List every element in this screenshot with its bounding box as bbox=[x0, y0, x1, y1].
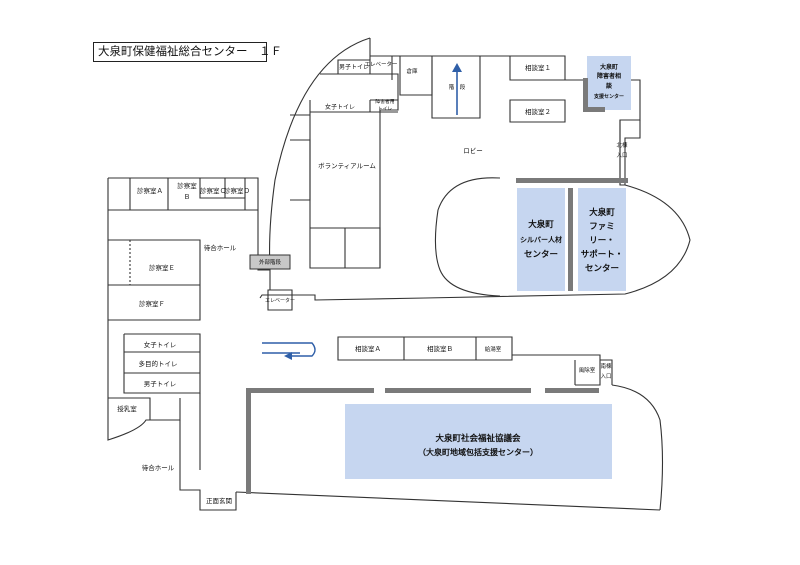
consult-b-label: 相談室Ｂ bbox=[427, 344, 453, 353]
disability-center-line4: 支援センター bbox=[593, 93, 624, 100]
disability-center-line2: 障害者相 bbox=[597, 72, 621, 80]
outer-stairs-label: 外部階段 bbox=[259, 258, 282, 266]
womens-toilet-label: 女子トイレ bbox=[144, 340, 177, 349]
exam-b-line2: Ｂ bbox=[184, 193, 191, 201]
exam-f-label: 診察室Ｆ bbox=[139, 299, 165, 308]
family-support-line3: リー・ bbox=[589, 236, 615, 246]
rear-entrance-line2: 入口 bbox=[600, 373, 611, 380]
stairs-label: 階 段 bbox=[449, 83, 466, 91]
gray-bars bbox=[246, 78, 628, 494]
social-welfare-line1: 大泉町社会福祉協議会 bbox=[435, 433, 521, 444]
consult1-label: 相談室１ bbox=[525, 63, 551, 72]
front-entrance-label: 正面玄関 bbox=[206, 496, 232, 505]
nursing-room-label: 授乳室 bbox=[117, 404, 137, 413]
family-support-block bbox=[578, 188, 626, 291]
family-support-line1: 大泉町 bbox=[589, 207, 615, 218]
waiting-hall-lower-label: 待合ホール bbox=[142, 463, 175, 472]
mens-toilet-label: 男子トイレ bbox=[144, 380, 177, 388]
silver-center-line1: 大泉町 bbox=[528, 219, 554, 230]
family-support-line4: サポート・ bbox=[581, 249, 624, 260]
social-welfare-line2: （大泉町地域包括支援センター） bbox=[418, 447, 538, 457]
exam-d-label: 診察室Ｄ bbox=[224, 186, 250, 195]
outer-stairs-box bbox=[249, 254, 291, 270]
exam-a-label: 診察室Ａ bbox=[137, 186, 163, 195]
exam-c-label: 診察室Ｃ bbox=[200, 186, 226, 195]
disability-center-line1: 大泉町 bbox=[600, 63, 618, 71]
multipurpose-toilet-label: 多目的トイレ bbox=[139, 359, 178, 368]
disability-center-line3: 談 bbox=[606, 82, 613, 90]
elevator-top-label: エレベーター bbox=[364, 60, 397, 68]
kitchenette-label: 給湯室 bbox=[485, 345, 502, 353]
silver-center-line3: センター bbox=[524, 249, 558, 260]
arc-wall-upper bbox=[269, 37, 371, 269]
floor-title: 大泉町保健福祉総合センター １Ｆ bbox=[93, 42, 282, 62]
consult2-label: 相談室２ bbox=[525, 107, 551, 116]
waiting-hall-upper-label: 待合ホール bbox=[204, 243, 237, 252]
mens-toilet-top-label: 男子トイレ bbox=[339, 64, 369, 71]
exam-e-label: 診察室Ｅ bbox=[149, 263, 175, 272]
accessible-toilet-line1: 障害者用 bbox=[375, 98, 394, 105]
ramp-arrow-head bbox=[284, 352, 292, 360]
ramp-path bbox=[262, 342, 316, 357]
north-entrance-line1: 北棟 bbox=[616, 141, 628, 149]
north-entrance-line2: 入口 bbox=[616, 152, 627, 159]
lobby-label: ロビー bbox=[463, 146, 483, 155]
silver-center-block bbox=[517, 188, 565, 291]
silver-center-line2: シルバー人材 bbox=[520, 235, 562, 244]
volunteer-room-label: ボランティアルーム bbox=[318, 162, 376, 170]
consult-a-label: 相談室Ａ bbox=[355, 344, 381, 353]
office-room-label: 風除室 bbox=[579, 366, 596, 374]
stairs-arrow-head bbox=[452, 63, 462, 72]
warehouse-label: 倉庫 bbox=[406, 67, 418, 75]
social-welfare-block bbox=[345, 404, 612, 479]
womens-toilet-top-label: 女子トイレ bbox=[325, 103, 355, 111]
family-support-line2: ファミ bbox=[589, 222, 615, 232]
disability-center-block bbox=[587, 56, 631, 110]
family-support-line5: センター bbox=[585, 263, 619, 274]
exam-b-line1: 診察室 bbox=[177, 181, 197, 190]
elevator-mid-label: エレベーター bbox=[265, 297, 295, 304]
accessible-toilet-line2: トイレ bbox=[378, 107, 393, 112]
rear-entrance-line1: 南棟 bbox=[600, 362, 612, 370]
walls bbox=[107, 37, 691, 511]
